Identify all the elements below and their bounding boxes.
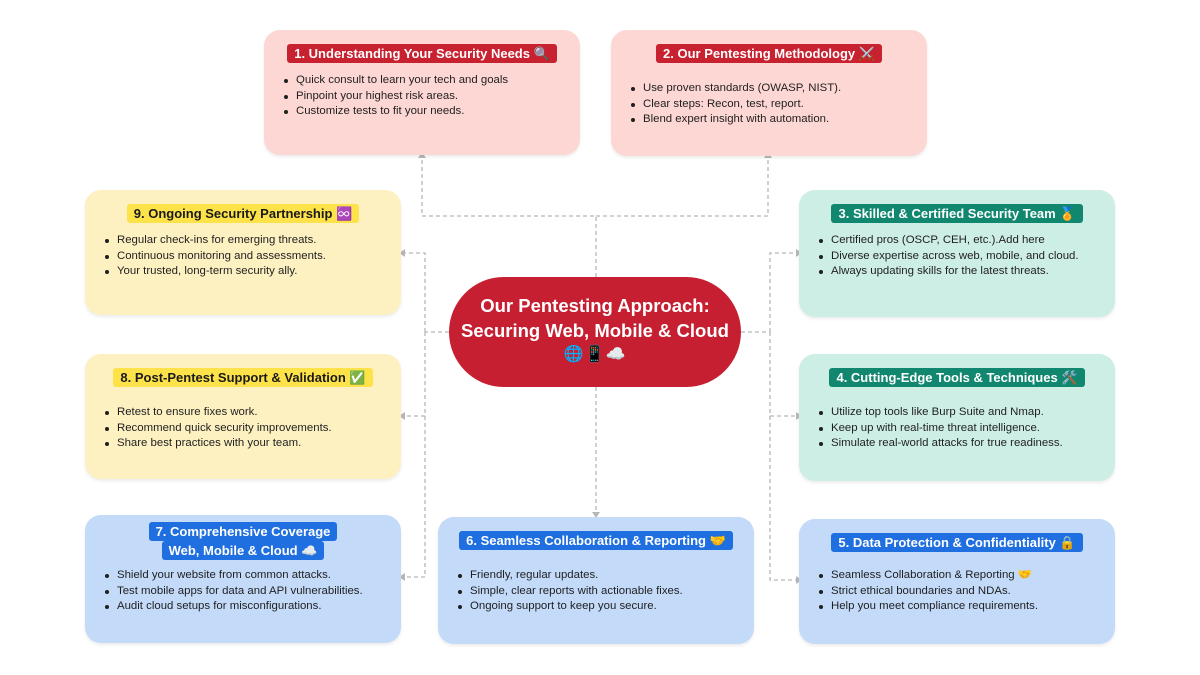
card-6-title: 6. Seamless Collaboration & Reporting 🤝 <box>459 531 733 550</box>
list-item: Friendly, regular updates. <box>458 568 740 584</box>
list-item: Test mobile apps for data and API vulner… <box>105 584 387 600</box>
card-7-title-line-1: 7. Comprehensive Coverage <box>148 522 338 541</box>
connector-card-3 <box>769 252 798 332</box>
connector-card-8 <box>403 332 426 417</box>
card-1-title: 1. Understanding Your Security Needs 🔍 <box>287 44 557 63</box>
card-skilled-certified-team: 3. Skilled & Certified Security Team 🏅 C… <box>799 190 1115 317</box>
connector-card-1 <box>421 158 597 277</box>
list-item: Help you meet compliance requirements. <box>819 599 1101 615</box>
list-item: Simulate real-world attacks for true rea… <box>819 436 1101 452</box>
card-4-title: 4. Cutting-Edge Tools & Techniques 🛠️ <box>829 368 1085 387</box>
card-6-list: Friendly, regular updates. Simple, clear… <box>452 568 740 615</box>
list-item: Certified pros (OSCP, CEH, etc.).Add her… <box>819 233 1101 249</box>
central-title-line-2: Securing Web, Mobile & Cloud <box>461 320 729 341</box>
list-item: Simple, clear reports with actionable fi… <box>458 584 740 600</box>
list-item: Diverse expertise across web, mobile, an… <box>819 249 1101 265</box>
card-5-list: Seamless Collaboration & Reporting 🤝 Str… <box>813 568 1101 615</box>
connector-card-9 <box>403 252 426 332</box>
card-9-title: 9. Ongoing Security Partnership ♾️ <box>126 204 360 223</box>
list-item: Keep up with real-time threat intelligen… <box>819 421 1101 437</box>
list-item: Audit cloud setups for misconfigurations… <box>105 599 387 615</box>
card-1-list: Quick consult to learn your tech and goa… <box>278 73 566 120</box>
list-item: Continuous monitoring and assessments. <box>105 249 387 265</box>
list-item: Clear steps: Recon, test, report. <box>631 97 913 113</box>
card-8-list: Retest to ensure fixes work. Recommend q… <box>99 405 387 452</box>
card-ongoing-security-partnership: 9. Ongoing Security Partnership ♾️ Regul… <box>85 190 401 315</box>
central-topic: Our Pentesting Approach: Securing Web, M… <box>449 277 741 387</box>
list-item: Pinpoint your highest risk areas. <box>284 89 566 105</box>
list-item: Ongoing support to keep you secure. <box>458 599 740 615</box>
card-data-protection: 5. Data Protection & Confidentiality 🔒 S… <box>799 519 1115 644</box>
card-2-title: 2. Our Pentesting Methodology ⚔️ <box>656 44 882 63</box>
central-title-line-1: Our Pentesting Approach: <box>480 295 710 316</box>
list-item: Blend expert insight with automation. <box>631 112 913 128</box>
card-9-list: Regular check-ins for emerging threats. … <box>99 233 387 280</box>
card-8-title: 8. Post-Pentest Support & Validation ✅ <box>113 368 373 387</box>
card-cutting-edge-tools: 4. Cutting-Edge Tools & Techniques 🛠️ Ut… <box>799 354 1115 481</box>
list-item: Retest to ensure fixes work. <box>105 405 387 421</box>
card-pentesting-methodology: 2. Our Pentesting Methodology ⚔️ Use pro… <box>611 30 927 156</box>
list-item: Shield your website from common attacks. <box>105 568 387 584</box>
list-item: Utilize top tools like Burp Suite and Nm… <box>819 405 1101 421</box>
list-item: Your trusted, long-term security ally. <box>105 264 387 280</box>
list-item: Regular check-ins for emerging threats. <box>105 233 387 249</box>
list-item: Quick consult to learn your tech and goa… <box>284 73 566 89</box>
card-7-title-line-2: Web, Mobile & Cloud ☁️ <box>161 541 325 560</box>
list-item: Use proven standards (OWASP, NIST). <box>631 81 913 97</box>
card-3-title: 3. Skilled & Certified Security Team 🏅 <box>831 204 1083 223</box>
globe-phone-cloud-icons: 🌐📱☁️ <box>563 346 627 363</box>
card-3-list: Certified pros (OSCP, CEH, etc.).Add her… <box>813 233 1101 280</box>
connector-card-5 <box>769 416 798 581</box>
list-item: Share best practices with your team. <box>105 436 387 452</box>
card-post-pentest-support: 8. Post-Pentest Support & Validation ✅ R… <box>85 354 401 479</box>
card-2-list: Use proven standards (OWASP, NIST). Clea… <box>625 81 913 128</box>
card-comprehensive-coverage: 7. Comprehensive Coverage Web, Mobile & … <box>85 515 401 643</box>
list-item: Strict ethical boundaries and NDAs. <box>819 584 1101 600</box>
card-5-title: 5. Data Protection & Confidentiality 🔒 <box>831 533 1083 552</box>
card-understanding-security-needs: 1. Understanding Your Security Needs 🔍 Q… <box>264 30 580 155</box>
connector-card-7 <box>403 416 426 578</box>
list-item: Seamless Collaboration & Reporting 🤝 <box>819 568 1101 584</box>
card-7-list: Shield your website from common attacks.… <box>99 568 387 615</box>
card-4-list: Utilize top tools like Burp Suite and Nm… <box>813 405 1101 452</box>
connector-card-4 <box>769 332 798 417</box>
list-item: Customize tests to fit your needs. <box>284 104 566 120</box>
card-seamless-collaboration: 6. Seamless Collaboration & Reporting 🤝 … <box>438 517 754 644</box>
list-item: Always updating skills for the latest th… <box>819 264 1101 280</box>
list-item: Recommend quick security improvements. <box>105 421 387 437</box>
connector-card-2 <box>596 158 769 217</box>
